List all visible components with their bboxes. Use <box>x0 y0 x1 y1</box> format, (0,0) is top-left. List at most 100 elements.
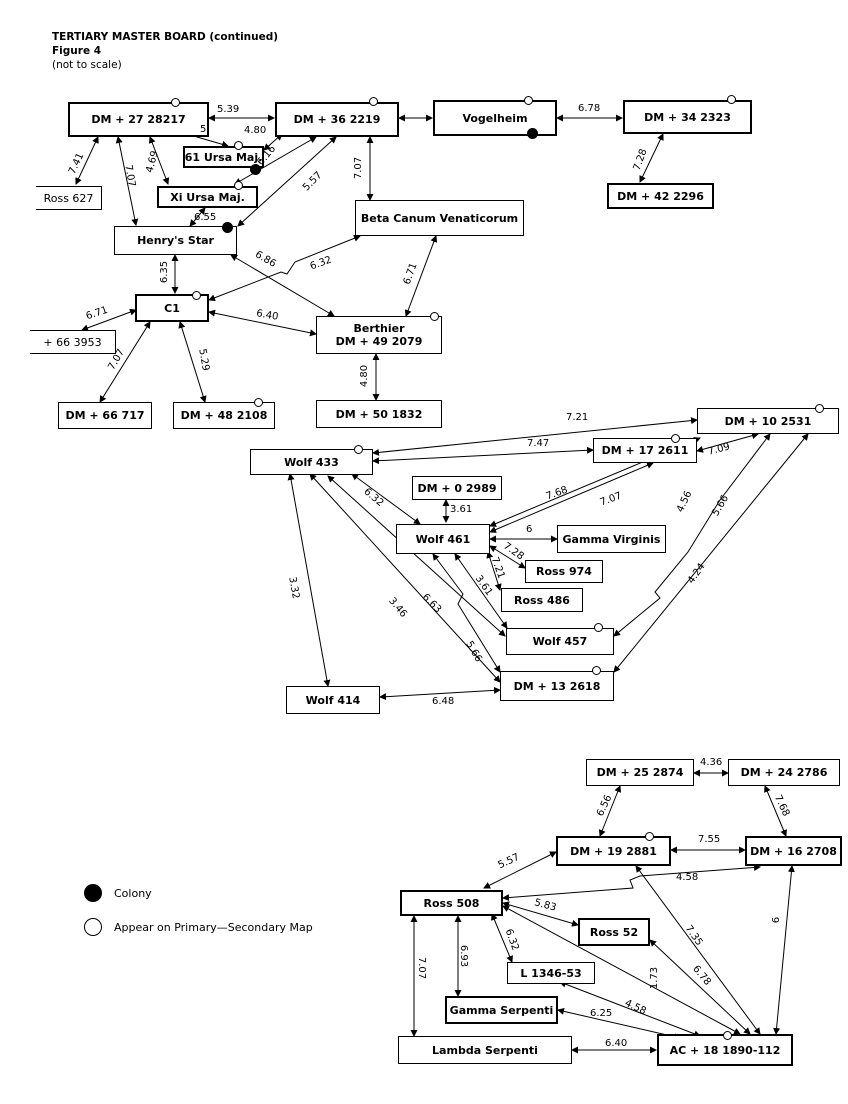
board-title: TERTIARY MASTER BOARD (continued) <box>52 31 279 43</box>
distance-label: 6.40 <box>605 1038 628 1049</box>
star-box[interactable]: DM + 42 2296 <box>607 183 714 209</box>
star-catalog: DM + 49 2079 <box>335 335 423 348</box>
route-line <box>483 851 557 889</box>
star-box[interactable]: Wolf 461 <box>396 524 490 554</box>
star-box[interactable]: DM + 10 2531 <box>697 408 839 434</box>
star-box[interactable]: Wolf 414 <box>286 686 380 714</box>
star-box[interactable]: DM + 17 2611 <box>593 438 697 463</box>
route-line <box>327 475 506 637</box>
route-line <box>81 308 137 332</box>
primary-map-marker <box>815 404 824 413</box>
route-line <box>639 133 664 183</box>
star-box[interactable]: DM + 16 2708 <box>745 836 842 866</box>
distance-label: 4.58 <box>676 872 699 883</box>
route-line <box>115 136 139 226</box>
primary-map-marker <box>594 623 603 632</box>
star-box[interactable]: Ross 974 <box>525 560 603 583</box>
colony-legend-icon <box>84 884 102 902</box>
distance-label: 7.07 <box>416 956 428 980</box>
distance-label: 4.80 <box>359 364 371 388</box>
star-box[interactable]: DM + 50 1832 <box>316 400 442 428</box>
primary-map-marker <box>671 434 680 443</box>
distance-label: 5 <box>200 124 207 135</box>
star-box[interactable]: Gamma Serpenti <box>445 996 558 1024</box>
route-line <box>208 234 361 302</box>
star-box[interactable]: DM + 36 2219 <box>275 102 399 137</box>
distance-label: 6.25 <box>590 1008 613 1019</box>
star-box[interactable]: DM + 0 2989 <box>412 476 502 500</box>
distance-label: 6.78 <box>578 103 601 114</box>
star-box[interactable]: Ross 52 <box>578 918 650 946</box>
colony-marker <box>527 128 538 139</box>
route-line <box>178 321 207 403</box>
star-box[interactable]: Wolf 433 <box>250 449 373 475</box>
primary-map-marker <box>192 291 201 300</box>
primary-map-marker <box>645 832 654 841</box>
route-line <box>613 433 809 673</box>
distance-label: 4.36 <box>700 757 723 768</box>
distance-label: 6.93 <box>458 944 470 968</box>
route-line <box>773 865 795 1035</box>
scale-note: (not to scale) <box>52 59 122 71</box>
route-line <box>99 321 151 403</box>
primary-map-marker <box>369 97 378 106</box>
route-line <box>635 865 761 1035</box>
route-line <box>489 462 654 533</box>
route-line <box>372 446 594 465</box>
route-line <box>502 863 761 902</box>
star-box[interactable]: Vogelheim <box>433 100 557 136</box>
star-box[interactable]: Ross 627 <box>36 186 102 210</box>
star-box[interactable]: DM + 13 2618 <box>500 671 614 701</box>
star-box[interactable]: + 66 3953 <box>30 330 116 354</box>
legend-colony-label: Colony <box>114 887 152 900</box>
star-box[interactable]: DM + 48 2108 <box>173 402 275 429</box>
route-line <box>351 473 421 525</box>
star-box[interactable]: Ross 508 <box>400 890 503 916</box>
star-box[interactable]: Gamma Virginis <box>557 525 666 553</box>
star-box[interactable]: DM + 66 717 <box>58 402 152 429</box>
distance-label: 7.07 <box>353 156 365 180</box>
star-box[interactable]: Xi Ursa Maj. <box>157 186 258 208</box>
route-line <box>432 553 501 673</box>
route-line <box>598 785 622 837</box>
star-box[interactable]: Beta Canum Venaticorum <box>355 200 524 236</box>
primary-map-marker <box>727 95 736 104</box>
star-box[interactable]: DM + 27 28217 <box>68 102 209 137</box>
star-box[interactable]: 61 Ursa Maj. <box>183 146 264 168</box>
star-box[interactable]: DM + 25 2874 <box>586 759 694 786</box>
primary-map-legend-icon <box>84 918 102 936</box>
primary-map-marker <box>723 1031 732 1040</box>
colony-marker <box>222 222 233 233</box>
primary-map-marker <box>234 181 243 190</box>
distance-label: 4.80 <box>244 125 267 136</box>
route-line <box>208 309 317 337</box>
route-line <box>649 939 751 1035</box>
star-box[interactable]: Wolf 457 <box>506 628 614 655</box>
star-box[interactable]: DM + 19 2881 <box>556 836 671 866</box>
star-box[interactable]: DM + 24 2786 <box>728 759 840 786</box>
star-box[interactable]: Henry's Star <box>114 226 237 255</box>
route-line <box>148 136 170 185</box>
star-box[interactable]: DM + 34 2323 <box>623 100 752 134</box>
route-line <box>764 785 787 837</box>
star-box[interactable]: Ross 486 <box>501 588 583 612</box>
route-line <box>237 136 337 227</box>
distance-label: 7.21 <box>566 412 589 423</box>
primary-map-marker <box>592 666 601 675</box>
primary-map-marker <box>254 398 263 407</box>
distance-label: 6.55 <box>194 212 217 223</box>
star-box[interactable]: Lambda Serpenti <box>398 1036 572 1064</box>
distance-label: 6 <box>771 916 783 924</box>
distance-label: 3.61 <box>450 504 473 515</box>
route-line <box>379 686 501 701</box>
distance-label: 7.47 <box>527 438 550 449</box>
distance-label: 5.39 <box>217 104 240 115</box>
route-line <box>404 235 438 317</box>
distance-label: 6 <box>526 524 533 535</box>
route-line <box>75 136 99 185</box>
star-box-berthier[interactable]: Berthier DM + 49 2079 <box>316 316 442 354</box>
star-box[interactable]: L 1346-53 <box>507 962 595 984</box>
distance-label: 6.48 <box>432 696 455 707</box>
primary-map-marker <box>354 445 363 454</box>
